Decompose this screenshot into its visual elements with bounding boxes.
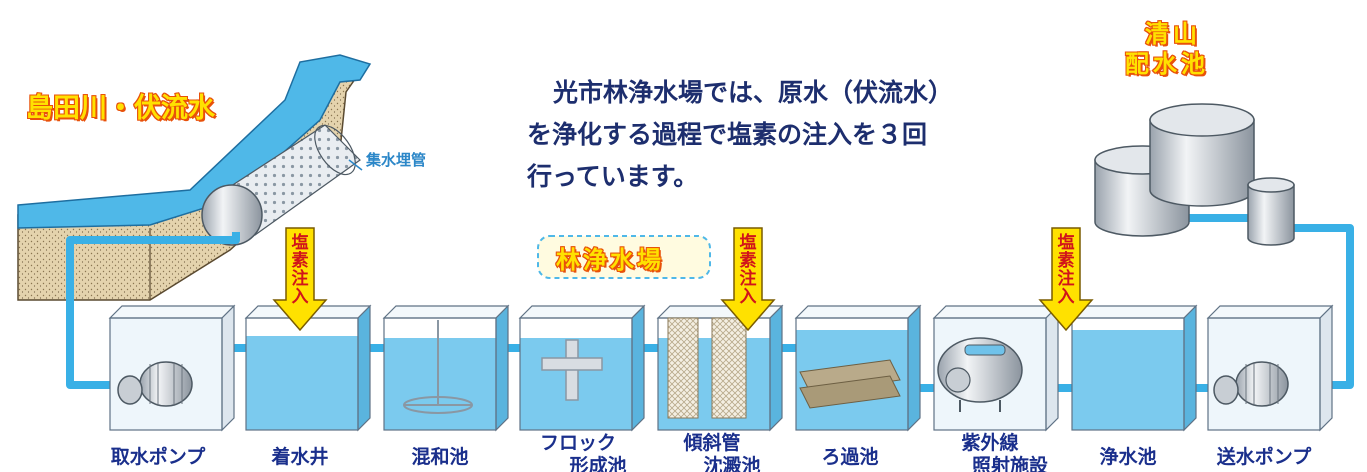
chlorine-arrows xyxy=(272,227,1094,332)
reservoir-tanks xyxy=(1094,103,1295,246)
chlorine-arrow xyxy=(720,227,776,332)
stage-box xyxy=(382,304,510,432)
plant-label: 林浄水場 xyxy=(555,245,664,275)
stage-caption: 送水ポンプ xyxy=(1216,446,1312,468)
chlorine-label-char: 入 xyxy=(1057,287,1075,307)
stage-caption: 混和池 xyxy=(411,446,469,468)
intake-pump-machine xyxy=(117,361,193,407)
outlet-pipe xyxy=(1180,214,1354,389)
stage-caption: 浄水池 xyxy=(1099,446,1157,468)
stage-caption-line2: 照射施設 xyxy=(971,455,1048,472)
stage-caption: ろ過池 xyxy=(821,446,879,468)
intro-line-1: 光市林浄水場では、原水（伏流水） xyxy=(553,78,954,107)
chlorine-label-char: 注 xyxy=(291,269,309,289)
reservoir-label-line2: 配水池 xyxy=(1124,49,1209,79)
stage-caption: 取水ポンプ xyxy=(110,446,206,468)
stage-caption: 紫外線 xyxy=(961,432,1019,454)
chlorine-arrow xyxy=(272,227,328,332)
reservoir-label-line1: 清山 xyxy=(1144,19,1201,49)
stage-caption-line2: 形成池 xyxy=(569,455,627,472)
chlorine-label-char: 塩 xyxy=(1057,233,1075,253)
chlorine-label-char: 注 xyxy=(739,269,757,289)
chlorine-label-char: 素 xyxy=(739,251,757,271)
chlorine-label-char: 素 xyxy=(1057,251,1075,271)
sedimentation-tubes xyxy=(667,317,747,419)
chlorine-label-char: 入 xyxy=(291,287,309,307)
chlorine-label-char: 塩 xyxy=(291,233,309,253)
filter-layers xyxy=(799,359,901,409)
chlorine-label-char: 塩 xyxy=(739,233,757,253)
plant-label-frame xyxy=(537,235,711,279)
collection-pipe xyxy=(201,124,363,246)
intro-text: 光市林浄水場では、原水（伏流水） を浄化する過程で塩素の注入を３回 行っています… xyxy=(527,72,1027,198)
river-label: 島田川・伏流水 xyxy=(25,92,216,125)
stage-caption: フロック xyxy=(539,432,616,454)
chlorine-label-char: 入 xyxy=(739,287,757,307)
intake-pipe xyxy=(66,232,240,389)
chlorine-arrow xyxy=(1038,227,1094,332)
stage-caption: 着水井 xyxy=(271,446,329,468)
flocculation-paddle xyxy=(541,339,603,401)
distribution-pump-machine xyxy=(1213,361,1289,407)
chlorine-label-char: 素 xyxy=(291,251,309,271)
stage-caption: 傾斜管 xyxy=(683,432,741,454)
intro-line-3: 行っています。 xyxy=(527,162,699,191)
uv-unit xyxy=(937,337,1023,412)
stage-box xyxy=(244,304,372,432)
intro-line-2: を浄化する過程で塩素の注入を３回 xyxy=(527,120,928,149)
chlorine-label-char: 注 xyxy=(1057,269,1075,289)
stage-caption-line2: 沈澱池 xyxy=(703,455,761,472)
stage-box xyxy=(1070,304,1198,432)
collection-pipe-label: 集水埋管 xyxy=(366,151,427,169)
mixing-stirrer xyxy=(403,320,473,414)
